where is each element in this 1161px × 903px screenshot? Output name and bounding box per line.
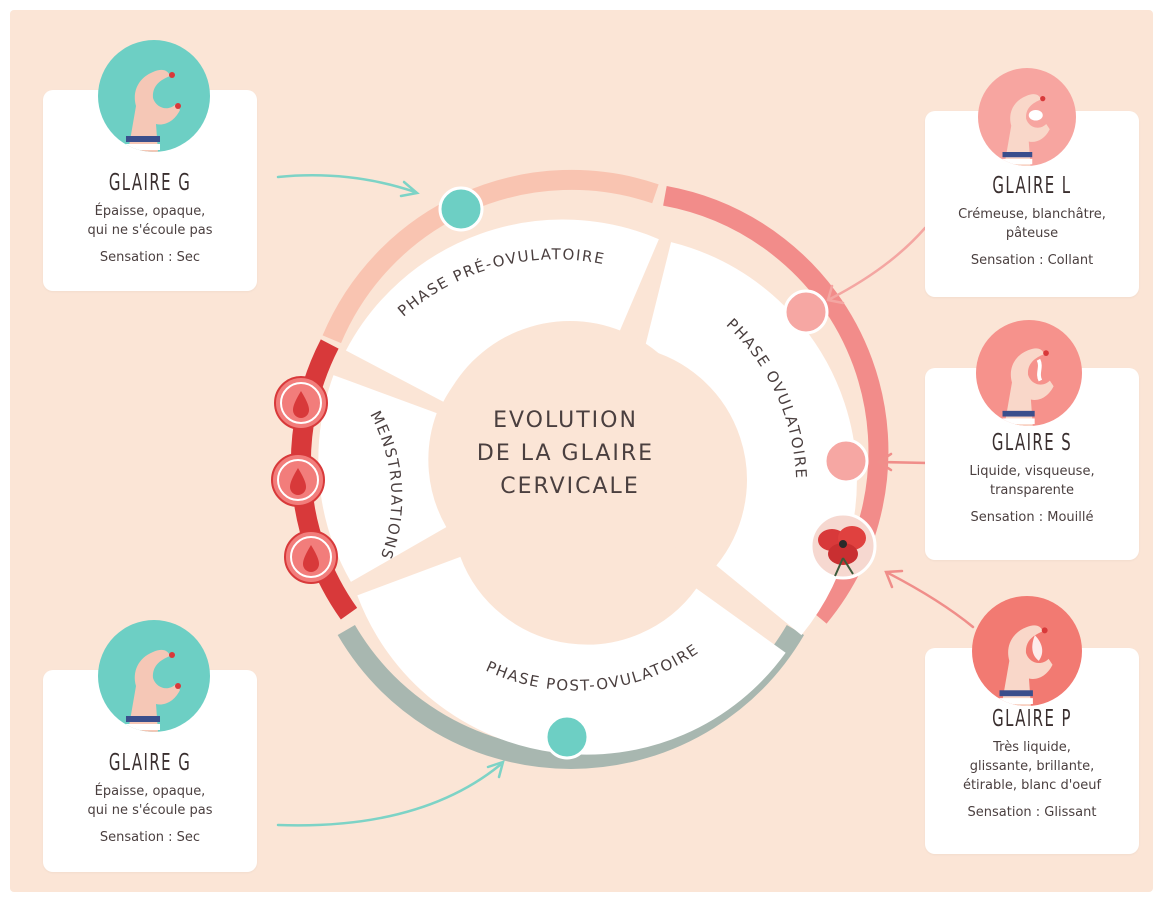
card-description: Crémeuse, blanchâtre, pâteuse <box>958 207 1106 241</box>
center-disc <box>432 321 708 597</box>
hand-pinch-icon <box>98 40 210 152</box>
card-description: Très liquide, glissante, brillante, étir… <box>962 740 1102 793</box>
center-title-line-2: DE LA GLAIRE <box>477 441 654 466</box>
card-glaire-s: GLAIRE S Liquide, visqueuse, transparent… <box>925 368 1139 560</box>
cycle-wheel: EVOLUTION DE LA GLAIRE CERVICALE PHASE P… <box>271 169 975 827</box>
blood-drop-icon <box>284 530 338 584</box>
card-title: GLAIRE G <box>108 170 192 196</box>
inner-ring <box>318 219 857 755</box>
card-glaire-g-top: GLAIRE G Épaisse, opaque, qui ne s'écoul… <box>43 90 257 291</box>
arrow-l <box>828 226 927 301</box>
blood-drop-icon <box>271 453 325 507</box>
hand-pinch-icon <box>978 68 1076 166</box>
card-description: Liquide, visqueuse, transparente <box>969 464 1095 498</box>
svg-text:EVOLUTION DE LA GLAIRE: EVOLUTION DE LA GLAIRE CERVICALE <box>477 408 663 499</box>
hand-pinch-icon <box>98 620 210 732</box>
marker-l <box>783 289 829 335</box>
card-description: Épaisse, opaque, qui ne s'écoule pas <box>87 204 213 238</box>
marker-post <box>544 714 590 760</box>
center-title-line-3: CERVICALE <box>500 474 639 499</box>
infographic-frame: EVOLUTION DE LA GLAIRE CERVICALE PHASE P… <box>10 10 1153 892</box>
hand-pinch-icon <box>976 320 1082 426</box>
arrow-g-bottom <box>276 763 502 827</box>
marker-s <box>823 438 869 484</box>
card-sensation: Sensation : Glissant <box>967 805 1097 820</box>
card-sensation: Sensation : Collant <box>970 253 1094 268</box>
card-title: GLAIRE S <box>991 430 1073 456</box>
center-title-line-1: EVOLUTION <box>493 408 638 433</box>
blood-drop-icon <box>274 376 328 430</box>
card-sensation: Sensation : Sec <box>99 250 201 265</box>
arrow-g-top <box>276 174 417 194</box>
card-description: Épaisse, opaque, qui ne s'écoule pas <box>87 784 213 818</box>
card-title: GLAIRE L <box>992 173 1072 199</box>
hand-pinch-icon <box>972 596 1082 706</box>
card-title: GLAIRE P <box>992 706 1072 732</box>
card-title: GLAIRE G <box>108 750 192 776</box>
marker-pre <box>438 186 484 232</box>
card-sensation: Sensation : Mouillé <box>970 510 1094 525</box>
card-sensation: Sensation : Sec <box>99 830 201 845</box>
poppy-flower-icon <box>809 512 877 580</box>
arrow-p <box>886 571 975 629</box>
arrow-s <box>878 460 930 465</box>
